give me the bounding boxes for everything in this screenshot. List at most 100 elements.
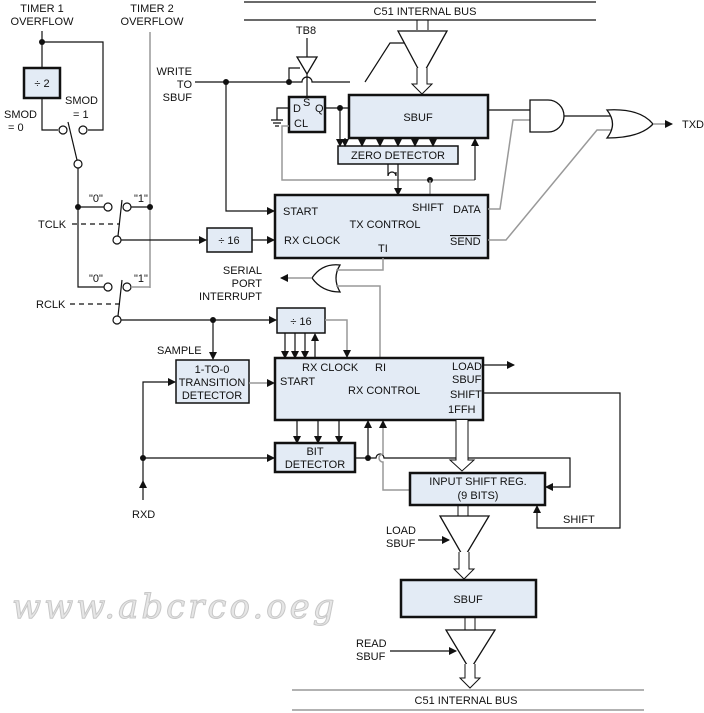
rx-control-title: RX CONTROL: [348, 385, 420, 397]
read-buffer: [444, 629, 497, 672]
tb8-flip-flop: [287, 95, 327, 134]
rclk-0-label: "0": [89, 273, 103, 285]
svg-text:SBUF: SBUF: [356, 651, 386, 663]
rxd-label: RXD: [132, 509, 155, 521]
svg-text:1-TO-0: 1-TO-0: [195, 364, 230, 376]
svg-text:BIT: BIT: [306, 446, 323, 458]
smod-labels: SMOD = 0 SMOD = 1: [4, 95, 98, 134]
svg-text:OVERFLOW: OVERFLOW: [11, 16, 75, 28]
or-gate-interrupt: [311, 264, 342, 293]
tx-send: SEND: [450, 236, 481, 248]
svg-text:DETECTOR: DETECTOR: [285, 459, 345, 471]
rx-sbuf: SBUF: [452, 374, 482, 386]
sbuf-to-zero-arrows: [341, 138, 437, 147]
svg-text:OVERFLOW: OVERFLOW: [121, 16, 185, 28]
ff-d: D: [293, 103, 301, 115]
write-to-sbuf-label: WRITE TO SBUF: [157, 66, 193, 104]
watermark: www.abcrco.oeg: [12, 587, 338, 627]
bus-top-label: C51 INTERNAL BUS: [374, 6, 477, 18]
rx-ri: RI: [375, 362, 386, 374]
txd-label: TXD: [682, 119, 704, 131]
svg-text:TO: TO: [177, 79, 193, 91]
sbuf-receive: [399, 578, 538, 619]
tx-rx-clock: RX CLOCK: [284, 235, 341, 247]
divide-by-16-tx: [206, 227, 253, 253]
sbuf-transmit: [347, 93, 490, 140]
div2-label: ÷ 2: [34, 78, 49, 90]
svg-text:DETECTOR: DETECTOR: [182, 390, 242, 402]
sbuf-rx-label: SBUF: [453, 594, 483, 606]
tx-start: START: [283, 206, 318, 218]
input-shift-register-label: INPUT SHIFT REG. (9 BITS): [429, 476, 526, 502]
transition-detector-label: 1-TO-0 TRANSITION DETECTOR: [179, 364, 246, 402]
bus-bottom-label: C51 INTERNAL BUS: [415, 695, 518, 707]
load-buffer: [438, 515, 491, 560]
svg-text:SMOD: SMOD: [65, 95, 98, 107]
tclk-1-label: "1": [134, 193, 148, 205]
and-gate: [529, 99, 565, 133]
sbuf-tx-label: SBUF: [403, 112, 433, 124]
svg-text:INPUT SHIFT REG.: INPUT SHIFT REG.: [429, 476, 526, 488]
tclk-label: TCLK: [38, 219, 67, 231]
rx-shift: SHIFT: [450, 389, 482, 401]
or-gate-txd: [605, 109, 654, 139]
svg-text:TRANSITION: TRANSITION: [179, 377, 246, 389]
tb8-tristate-buffer: [295, 56, 319, 76]
rclk-1-label: "1": [134, 273, 148, 285]
svg-text:SBUF: SBUF: [163, 92, 193, 104]
tclk-switch: [117, 199, 123, 237]
ff-q: Q: [315, 103, 324, 115]
input-shift-register: [408, 471, 547, 507]
svg-text:TIMER 2: TIMER 2: [130, 3, 173, 15]
tx-control-title: TX CONTROL: [350, 219, 421, 231]
svg-text:WRITE: WRITE: [157, 66, 192, 78]
svg-text:SBUF: SBUF: [386, 538, 416, 550]
smod-switch: [73, 159, 83, 169]
svg-text:READ: READ: [356, 638, 387, 650]
svg-text:= 0: = 0: [8, 122, 24, 134]
bit-detector: [273, 441, 357, 474]
internal-bus-top: C51 INTERNAL BUS: [244, 1, 596, 21]
tx-ti: TI: [378, 243, 388, 255]
rx-control: [273, 356, 485, 422]
internal-bus-bottom: C51 INTERNAL BUS: [292, 689, 644, 711]
shift-label: SHIFT: [563, 514, 595, 526]
div16-rx-label: ÷ 16: [290, 316, 311, 328]
serial-port-interrupt-label: SERIAL PORT INTERRUPT: [199, 265, 262, 303]
rx-clock: RX CLOCK: [302, 362, 359, 374]
timer2-overflow-label: TIMER 2 OVERFLOW: [121, 3, 185, 28]
rx-load: LOAD: [452, 361, 482, 373]
svg-text:INTERRUPT: INTERRUPT: [199, 291, 262, 303]
ff-cl: CL: [294, 118, 308, 130]
transition-detector: [175, 359, 250, 404]
tb8-label: TB8: [296, 25, 316, 37]
svg-text:SMOD: SMOD: [4, 109, 37, 121]
rclk-switch: [117, 279, 123, 317]
write-buffer: [364, 20, 449, 95]
svg-text:(9 BITS): (9 BITS): [458, 490, 499, 502]
sample-label: SAMPLE: [157, 345, 202, 357]
svg-text:PORT: PORT: [232, 278, 263, 290]
zero-detector-label: ZERO DETECTOR: [351, 150, 445, 162]
tx-shift: SHIFT: [412, 202, 444, 214]
svg-text:TIMER 1: TIMER 1: [20, 3, 63, 15]
tclk-0-label: "0": [89, 193, 103, 205]
ground-icon: [271, 107, 289, 127]
tx-control: [273, 193, 490, 260]
div16-to-rx-arrows: [281, 319, 351, 359]
bit-detector-label: BIT DETECTOR: [285, 446, 345, 471]
svg-text:= 1: = 1: [73, 109, 89, 121]
rx-start: START: [280, 376, 315, 388]
div16-tx-label: ÷ 16: [218, 235, 239, 247]
svg-text:SERIAL: SERIAL: [223, 265, 262, 277]
divide-by-2: [22, 66, 62, 100]
load-sbuf-label: LOAD SBUF: [386, 525, 416, 550]
rclk-label: RCLK: [36, 299, 66, 311]
svg-text:LOAD: LOAD: [386, 525, 416, 537]
tx-data: DATA: [453, 204, 481, 216]
timer1-overflow-label: TIMER 1 OVERFLOW: [11, 3, 75, 28]
rx-to-bit-arrows: [293, 420, 343, 444]
read-sbuf-label: READ SBUF: [356, 638, 387, 663]
ff-s: S: [303, 97, 310, 109]
